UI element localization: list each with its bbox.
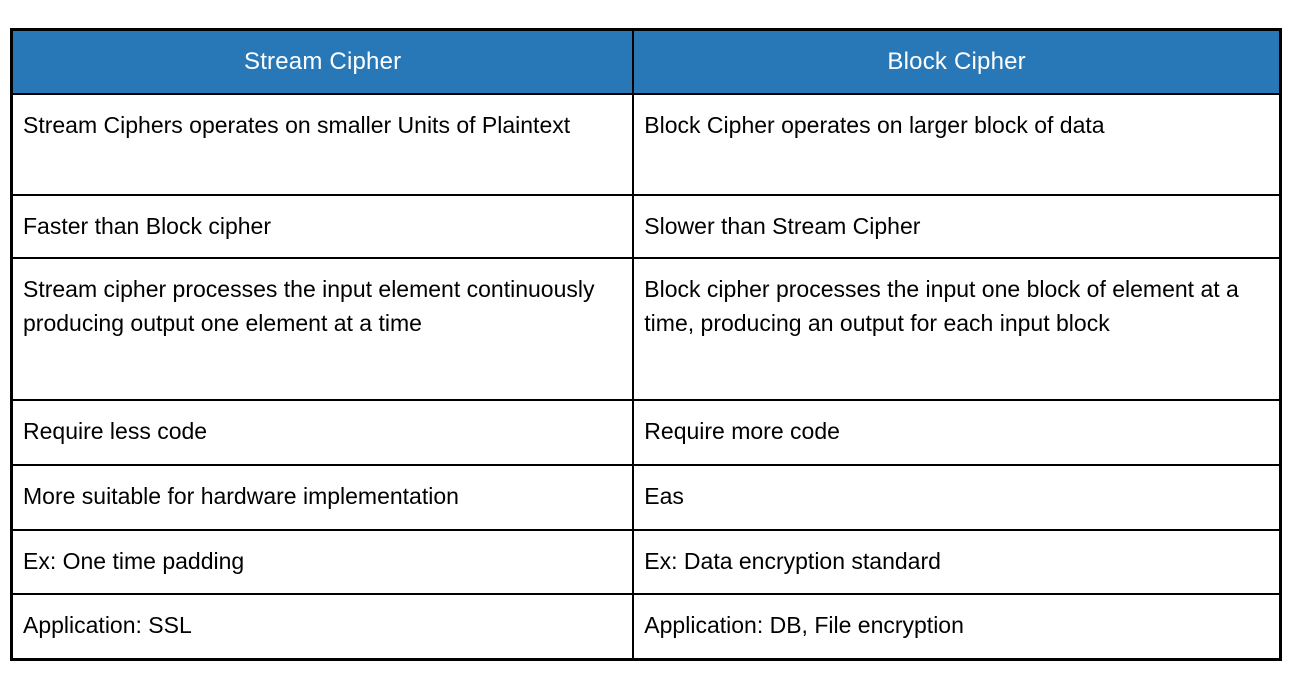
table-row-suitability: More suitable for hardware implementatio… xyxy=(10,463,1282,531)
cell-block-example: Ex: Data encryption standard xyxy=(632,528,1282,595)
cell-stream-processing: Stream cipher processes the input elemen… xyxy=(10,256,635,401)
header-block-cipher: Block Cipher xyxy=(632,28,1282,95)
cell-stream-code: Require less code xyxy=(10,398,635,466)
cell-stream-application: Application: SSL xyxy=(10,592,635,661)
cell-block-code: Require more code xyxy=(632,398,1282,466)
cell-block-units: Block Cipher operates on larger block of… xyxy=(632,92,1282,196)
table-row-application: Application: SSL Application: DB, File e… xyxy=(10,592,1282,661)
cell-block-application: Application: DB, File encryption xyxy=(632,592,1282,661)
header-row: Stream Cipher Block Cipher xyxy=(10,28,1282,95)
cipher-comparison-table: Stream Cipher Block Cipher Stream Cipher… xyxy=(10,28,1282,661)
cell-block-suitability: Eas xyxy=(632,463,1282,531)
cell-stream-units: Stream Ciphers operates on smaller Units… xyxy=(10,92,635,196)
cell-block-processing: Block cipher processes the input one blo… xyxy=(632,256,1282,401)
header-stream-cipher: Stream Cipher xyxy=(10,28,635,95)
table-row-example: Ex: One time padding Ex: Data encryption… xyxy=(10,528,1282,595)
table-row-processing: Stream cipher processes the input elemen… xyxy=(10,256,1282,401)
table-row-units: Stream Ciphers operates on smaller Units… xyxy=(10,92,1282,196)
cell-stream-suitability: More suitable for hardware implementatio… xyxy=(10,463,635,531)
cell-stream-speed: Faster than Block cipher xyxy=(10,193,635,259)
table-row-code: Require less code Require more code xyxy=(10,398,1282,466)
cell-block-speed: Slower than Stream Cipher xyxy=(632,193,1282,259)
table-row-speed: Faster than Block cipher Slower than Str… xyxy=(10,193,1282,259)
cell-stream-example: Ex: One time padding xyxy=(10,528,635,595)
